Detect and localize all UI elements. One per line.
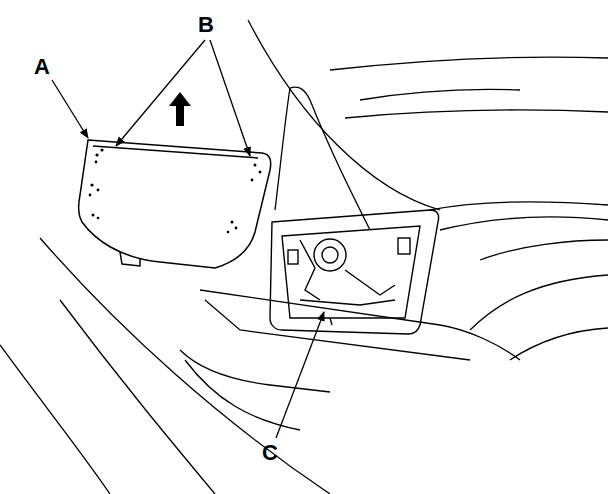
cover-panel — [79, 140, 271, 268]
background-lines — [0, 20, 608, 494]
leader-lines — [52, 40, 324, 438]
removal-arrow — [169, 92, 191, 126]
callout-letter: A — [34, 56, 50, 78]
clip-holes — [89, 148, 262, 233]
callout-letter: B — [198, 14, 214, 36]
callout-letter: C — [262, 442, 278, 464]
cover-opening — [270, 210, 439, 334]
